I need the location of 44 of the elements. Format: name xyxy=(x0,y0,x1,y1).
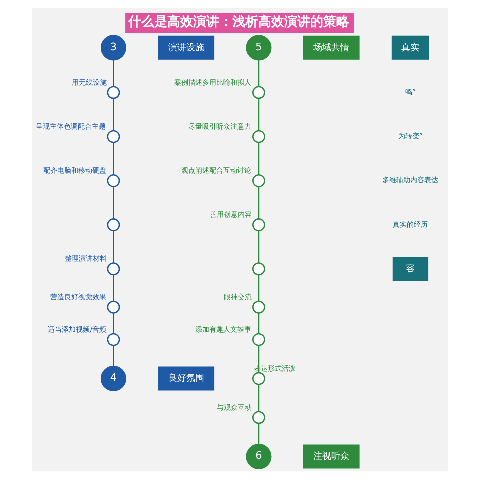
connector xyxy=(113,230,114,264)
connector xyxy=(258,275,260,302)
node-circle xyxy=(107,86,120,100)
connector xyxy=(258,230,260,264)
node-box: 真实 xyxy=(392,36,430,60)
connector xyxy=(258,60,260,87)
node-circle: 4 xyxy=(100,366,126,392)
connector xyxy=(113,275,114,302)
node-circle: 6 xyxy=(246,444,272,470)
node-circle xyxy=(252,372,266,386)
node-circle xyxy=(252,130,266,144)
connector xyxy=(258,142,260,175)
node-circle xyxy=(107,130,120,144)
connector xyxy=(258,313,260,334)
connector xyxy=(113,346,114,366)
node-box: 良好氛围 xyxy=(158,366,215,391)
connector xyxy=(258,98,260,131)
node-circle xyxy=(252,300,266,314)
node-circle xyxy=(252,333,266,346)
connector xyxy=(258,186,260,220)
diagram-title: 什么是高效演讲：浅析高效演讲的策略 xyxy=(128,14,350,30)
node-box: 容 xyxy=(392,257,429,282)
node-circle xyxy=(252,86,266,100)
connector xyxy=(113,60,114,87)
node-box: 场域共情 xyxy=(303,36,360,60)
node-circle xyxy=(107,333,120,346)
node-circle xyxy=(252,262,266,276)
connector xyxy=(258,384,260,412)
node-box: 演讲设施 xyxy=(158,36,215,60)
connector xyxy=(113,98,114,131)
node-circle xyxy=(252,174,266,188)
node-box: 注视听众 xyxy=(303,444,360,469)
connector xyxy=(113,142,114,175)
connector xyxy=(258,424,260,444)
node-circle xyxy=(107,300,120,314)
node-circle xyxy=(252,411,266,424)
node-circle: 5 xyxy=(246,35,272,61)
node-circle xyxy=(107,174,120,188)
connector xyxy=(113,313,114,334)
node-circle xyxy=(252,218,266,232)
node-circle: 3 xyxy=(100,35,126,61)
node-circle xyxy=(107,262,120,276)
node-circle xyxy=(107,218,120,232)
connector xyxy=(113,186,114,220)
